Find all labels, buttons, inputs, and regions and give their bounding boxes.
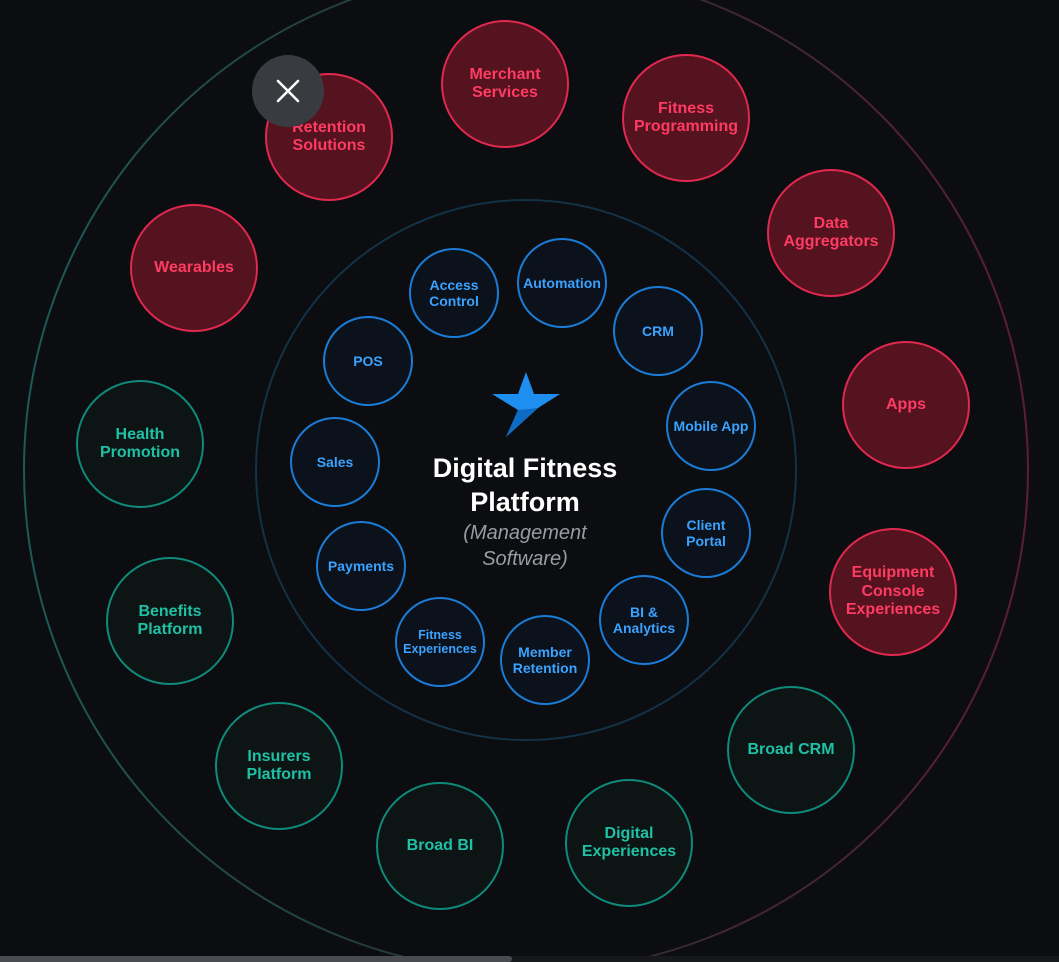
inner-node-automation: Automation: [517, 238, 607, 328]
inner-node-sales: Sales: [290, 417, 380, 507]
inner-node-label: Mobile App: [673, 417, 749, 434]
platform-title: Digital Fitness Platform: [405, 452, 645, 520]
outer-node-label: Wearables: [154, 258, 234, 276]
platform-subtitle: (Management Software): [425, 520, 625, 572]
horizontal-scrollbar-thumb[interactable]: [0, 956, 512, 962]
close-icon: [276, 79, 300, 103]
outer-node-label: Apps: [886, 395, 926, 413]
outer-node-label: Insurers Platform: [246, 747, 312, 783]
outer-node-label: Retention Solutions: [292, 118, 366, 154]
outer-node-data-aggregators: Data Aggregators: [767, 169, 895, 297]
inner-node-label: CRM: [642, 322, 674, 339]
outer-node-merchant-services: Merchant Services: [441, 20, 569, 148]
outer-ring: [23, 0, 1029, 962]
horizontal-scrollbar-track[interactable]: [0, 956, 1059, 962]
inner-node-client-portal: Client Portal: [661, 488, 751, 578]
outer-node-apps: Apps: [842, 341, 970, 469]
platform-title-line1: Digital Fitness: [432, 453, 618, 483]
inner-node-label: Access Control: [429, 276, 479, 309]
inner-node-fitness-experiences: Fitness Experiences: [395, 597, 485, 687]
outer-node-benefits-platform: Benefits Platform: [106, 557, 234, 685]
inner-node-access-control: Access Control: [409, 248, 499, 338]
outer-node-label: Merchant Services: [469, 65, 541, 101]
inner-node-member-retention: Member Retention: [500, 615, 590, 705]
inner-node-label: Sales: [316, 453, 354, 470]
platform-title-line2: Platform: [470, 486, 580, 517]
outer-node-equipment-console-experiences: Equipment Console Experiences: [829, 528, 957, 656]
inner-ring: [255, 199, 797, 741]
outer-node-label: Broad BI: [406, 836, 474, 854]
outer-node-label: Fitness Programming: [633, 99, 738, 135]
inner-node-label: Member Retention: [512, 643, 578, 676]
outer-node-wearables: Wearables: [130, 204, 258, 332]
inner-node-payments: Payments: [316, 521, 406, 611]
platform-subtitle-line2: Software): [482, 548, 568, 570]
outer-node-label: Health Promotion: [100, 425, 180, 461]
close-button[interactable]: [252, 55, 324, 127]
star-logo-icon: [492, 372, 560, 437]
outer-node-broad-bi: Broad BI: [376, 782, 504, 910]
inner-node-label: Client Portal: [686, 516, 726, 549]
outer-node-fitness-programming: Fitness Programming: [622, 54, 750, 182]
inner-node-label: POS: [353, 352, 383, 369]
platform-subtitle-line1: (Management: [463, 522, 587, 544]
outer-node-health-promotion: Health Promotion: [76, 380, 204, 508]
outer-node-broad-crm: Broad CRM: [727, 686, 855, 814]
outer-node-label: Broad CRM: [747, 740, 835, 758]
inner-node-bi-and-analytics: BI & Analytics: [599, 575, 689, 665]
inner-node-mobile-app: Mobile App: [666, 381, 756, 471]
outer-node-digital-experiences: Digital Experiences: [565, 779, 693, 907]
inner-node-crm: CRM: [613, 286, 703, 376]
outer-node-label: Benefits Platform: [137, 602, 203, 638]
inner-node-label: Fitness Experiences: [403, 627, 477, 656]
outer-node-label: Digital Experiences: [581, 824, 677, 860]
inner-node-label: Payments: [327, 557, 395, 574]
inner-node-label: BI & Analytics: [612, 603, 676, 636]
outer-node-label: Data Aggregators: [783, 214, 879, 250]
inner-node-label: Automation: [523, 274, 601, 291]
outer-node-label: Equipment Console Experiences: [845, 564, 941, 619]
outer-node-insurers-platform: Insurers Platform: [215, 702, 343, 830]
inner-node-pos: POS: [323, 316, 413, 406]
